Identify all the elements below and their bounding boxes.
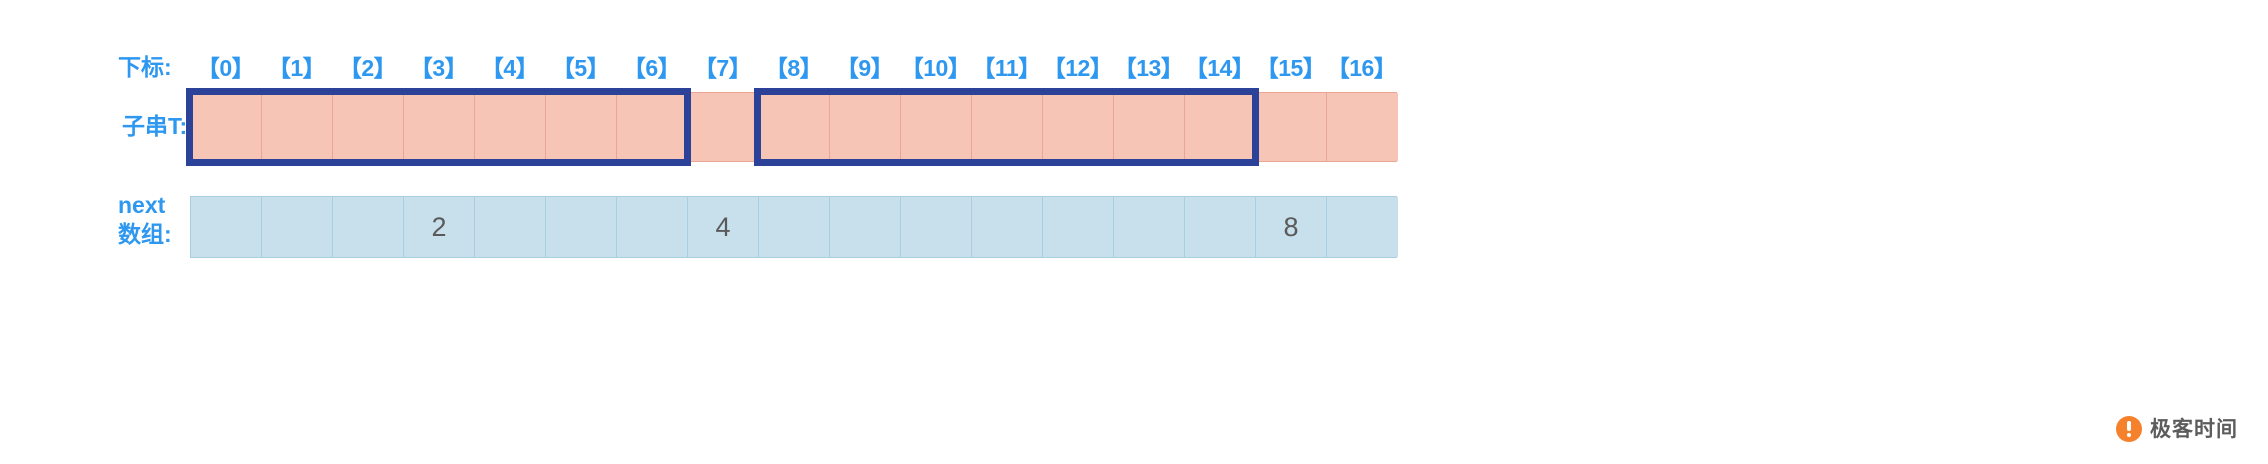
- index-label-7: 【7】: [693, 54, 752, 81]
- substring-cell-4: [475, 93, 546, 161]
- substring-cell-11: [972, 93, 1043, 161]
- next-cell-12: [1043, 197, 1114, 257]
- substring-cell-2: [333, 93, 404, 161]
- next-cell-5: [546, 197, 617, 257]
- next-cell-3: 2: [404, 197, 475, 257]
- watermark: 极客时间: [2116, 416, 2238, 442]
- next-cell-2: [333, 197, 404, 257]
- row-label-index: 下标:: [118, 54, 172, 80]
- next-cell-15: 8: [1256, 197, 1327, 257]
- substring-cell-5: [546, 93, 617, 161]
- row-label-substring: 子串T:: [122, 113, 188, 139]
- substring-cell-6: [617, 93, 688, 161]
- substring-row: [190, 92, 1398, 162]
- substring-cell-7: [688, 93, 759, 161]
- substring-cell-3: [404, 93, 475, 161]
- substring-cell-16: [1327, 93, 1398, 161]
- next-cell-11: [972, 197, 1043, 257]
- substring-cell-15: [1256, 93, 1327, 161]
- index-label-3: 【3】: [409, 54, 468, 81]
- index-label-4: 【4】: [480, 54, 539, 81]
- next-cell-8: [759, 197, 830, 257]
- substring-cell-9: [830, 93, 901, 161]
- index-label-15: 【15】: [1255, 54, 1326, 81]
- next-cell-6: [617, 197, 688, 257]
- next-array-row: 2 4 8: [190, 196, 1398, 258]
- next-cell-9: [830, 197, 901, 257]
- row-label-next-array: next 数组:: [118, 192, 172, 248]
- substring-cell-13: [1114, 93, 1185, 161]
- index-label-13: 【13】: [1113, 54, 1184, 81]
- index-label-14: 【14】: [1184, 54, 1255, 81]
- next-cell-4: [475, 197, 546, 257]
- next-cell-0: [191, 197, 262, 257]
- next-cell-1: [262, 197, 333, 257]
- next-cell-7: 4: [688, 197, 759, 257]
- substring-cell-12: [1043, 93, 1114, 161]
- index-label-6: 【6】: [622, 54, 681, 81]
- index-label-1: 【1】: [267, 54, 326, 81]
- geek-time-logo-icon: [2116, 416, 2142, 442]
- next-cell-16: [1327, 197, 1398, 257]
- next-cell-14: [1185, 197, 1256, 257]
- substring-cell-14: [1185, 93, 1256, 161]
- index-label-10: 【10】: [900, 54, 971, 81]
- index-label-16: 【16】: [1326, 54, 1397, 81]
- index-label-0: 【0】: [196, 54, 255, 81]
- index-label-8: 【8】: [764, 54, 823, 81]
- substring-cell-8: [759, 93, 830, 161]
- index-label-2: 【2】: [338, 54, 397, 81]
- index-header-row: 【0】【1】【2】【3】【4】【5】【6】【7】【8】【9】【10】【11】【1…: [190, 48, 1397, 88]
- index-label-9: 【9】: [835, 54, 894, 81]
- watermark-text: 极客时间: [2150, 417, 2238, 441]
- index-label-5: 【5】: [551, 54, 610, 81]
- substring-cell-10: [901, 93, 972, 161]
- substring-cell-1: [262, 93, 333, 161]
- next-cell-13: [1114, 197, 1185, 257]
- next-cell-10: [901, 197, 972, 257]
- substring-cell-0: [191, 93, 262, 161]
- index-label-11: 【11】: [972, 54, 1041, 81]
- index-label-12: 【12】: [1042, 54, 1113, 81]
